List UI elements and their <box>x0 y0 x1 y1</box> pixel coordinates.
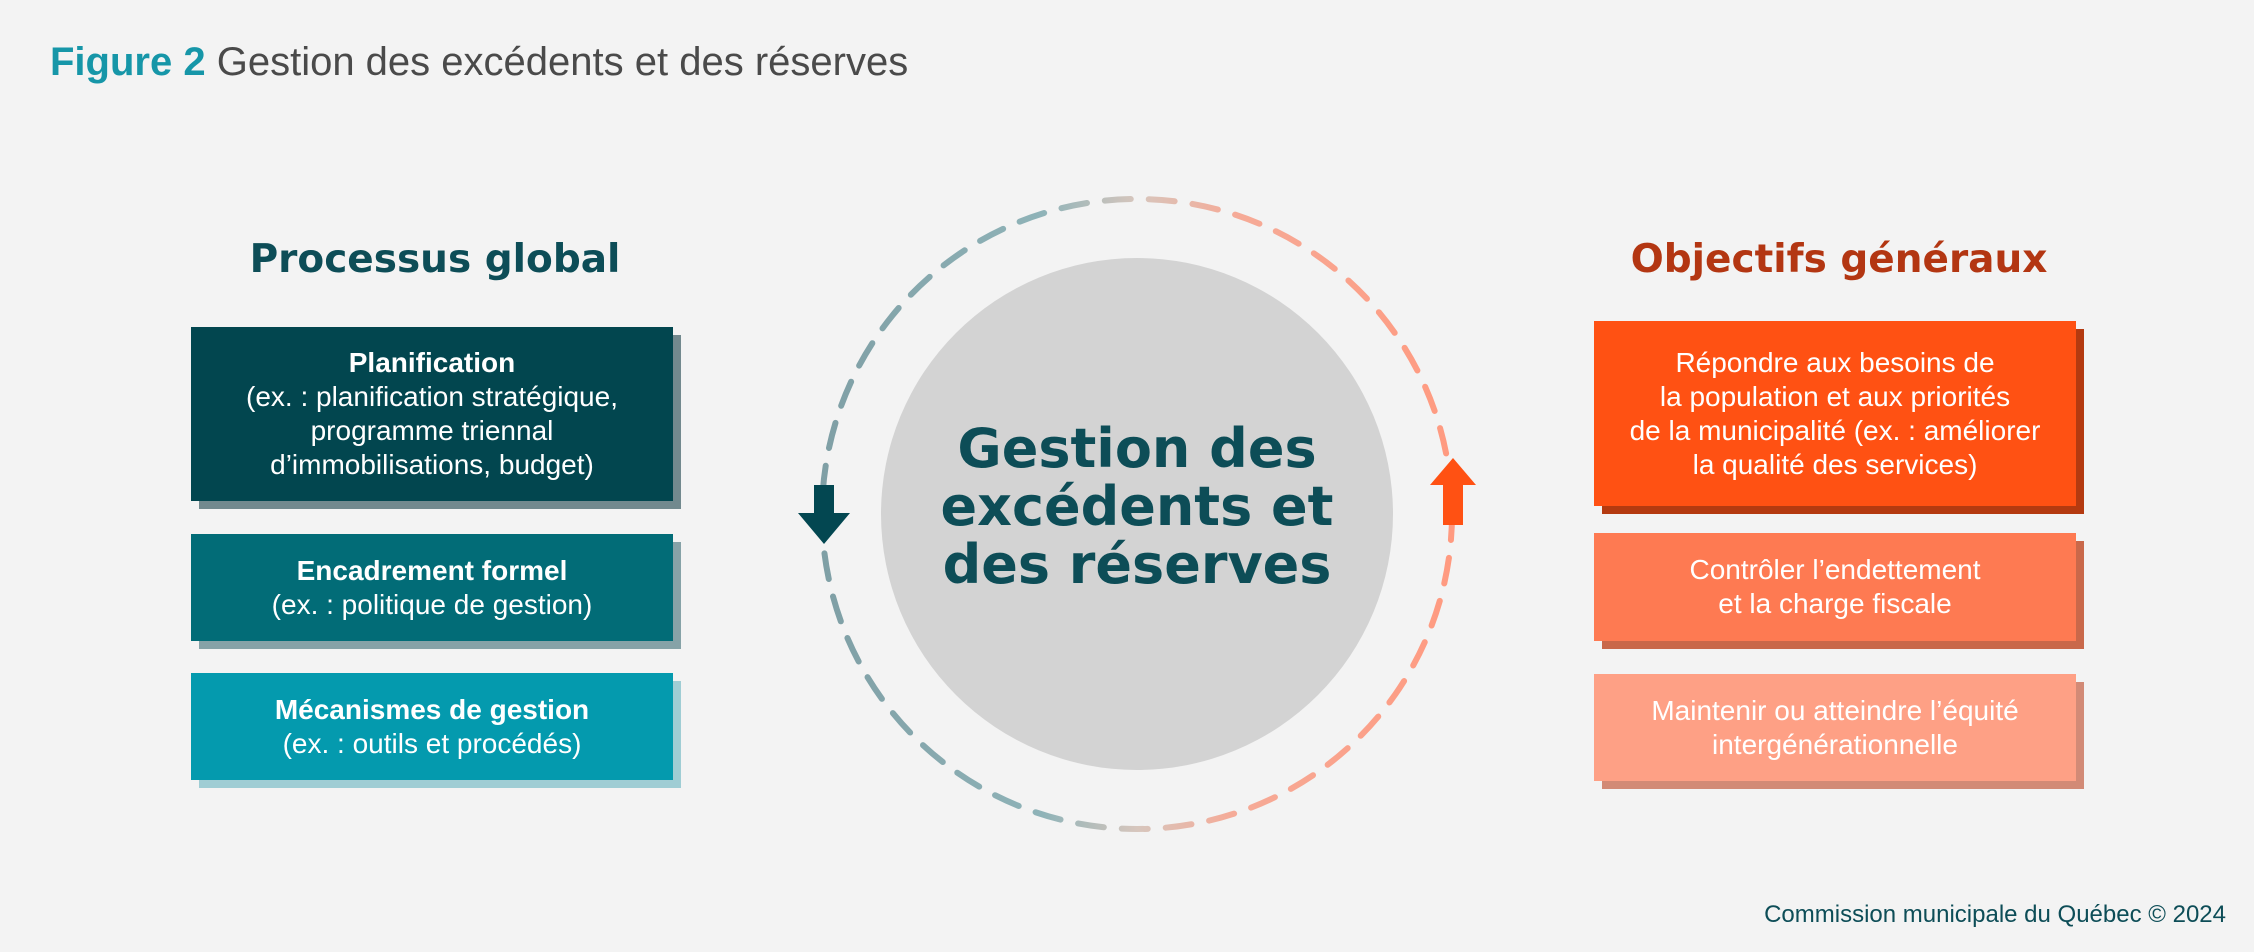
objective-box-equite: Maintenir ou atteindre l’équité intergén… <box>1594 674 2076 781</box>
right-column-heading: Objectifs généraux <box>1630 237 2048 282</box>
credit-line: Commission municipale du Québec © 2024 <box>1764 901 2226 928</box>
center-label-line: des réserves <box>942 533 1332 596</box>
process-box-planification: Planification (ex. : planification strat… <box>191 327 673 501</box>
process-box-line: d’immobilisations, budget) <box>270 449 594 480</box>
objective-box-line: Répondre aux besoins de <box>1675 346 1995 378</box>
arrow-down-icon <box>798 485 850 544</box>
center-label: Gestion des excédents et des réserves <box>880 420 1394 594</box>
objective-box-line: Maintenir ou atteindre l’équité <box>1651 694 2019 726</box>
objective-box-line: Contrôler l’endettement <box>1689 554 1981 585</box>
process-box-title: Mécanismes de gestion <box>274 693 590 725</box>
arrow-up-icon <box>1430 458 1476 525</box>
figure-title-text: Gestion des excédents et des réserves <box>216 40 909 84</box>
center-circle <box>881 258 1393 770</box>
process-box-mecanismes: Mécanismes de gestion (ex. : outils et p… <box>191 673 673 780</box>
objective-box-line: de la municipalité (ex. : améliorer <box>1629 414 2041 446</box>
center-label-line: excédents et <box>940 475 1334 538</box>
figure-title: Figure 2 Gestion des excédents et des ré… <box>50 36 908 88</box>
figure-number: Figure 2 <box>50 40 206 84</box>
objective-box-line: intergénérationnelle <box>1712 728 1958 760</box>
process-box-line: (ex. : planification stratégique, <box>246 381 618 412</box>
objective-box-line: la qualité des services) <box>1692 448 1978 480</box>
process-box-title: Planification <box>348 347 516 378</box>
center-label-line: Gestion des <box>957 417 1317 480</box>
process-box-encadrement: Encadrement formel (ex. : politique de g… <box>191 534 673 641</box>
process-box-line: (ex. : outils et procédés) <box>282 727 582 759</box>
objective-box-line: et la charge fiscale <box>1718 588 1952 619</box>
objective-box-besoins: Répondre aux besoins de la population et… <box>1594 321 2076 506</box>
left-column-heading: Processus global <box>249 237 621 282</box>
objective-box-endettement: Contrôler l’endettement et la charge fis… <box>1594 533 2076 641</box>
process-box-title: Encadrement formel <box>296 554 568 586</box>
process-box-line: (ex. : politique de gestion) <box>271 588 593 620</box>
process-box-line: programme triennal <box>310 415 554 446</box>
objective-box-line: la population et aux priorités <box>1659 380 2011 412</box>
cycle-diagram <box>798 196 1476 832</box>
